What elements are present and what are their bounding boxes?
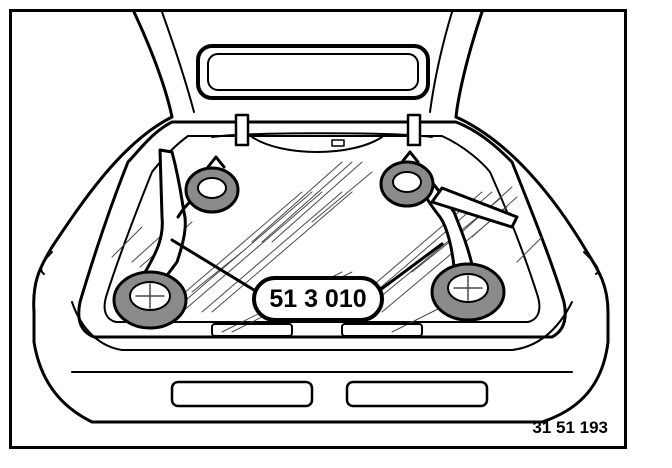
suction-cup-tool-right xyxy=(379,150,519,322)
brake-light xyxy=(196,44,430,100)
hinge-clip xyxy=(406,113,422,147)
suction-cup-tool-left xyxy=(112,148,240,330)
bumper-recess xyxy=(345,380,489,408)
bumper-recess xyxy=(170,380,314,408)
leader-lines xyxy=(170,238,444,292)
part-number-callout: 51 3 010 xyxy=(252,276,384,322)
rear-window-frame xyxy=(77,120,567,339)
figure-number: 31 51 193 xyxy=(532,418,608,437)
hinge-clip xyxy=(234,113,250,147)
diagram-frame: 51 3 010 31 51 193 xyxy=(9,9,627,449)
trunk-lid xyxy=(71,301,573,351)
car-roof xyxy=(132,12,484,119)
car-rear-illustration xyxy=(32,12,610,424)
car-body-outline xyxy=(32,115,610,424)
